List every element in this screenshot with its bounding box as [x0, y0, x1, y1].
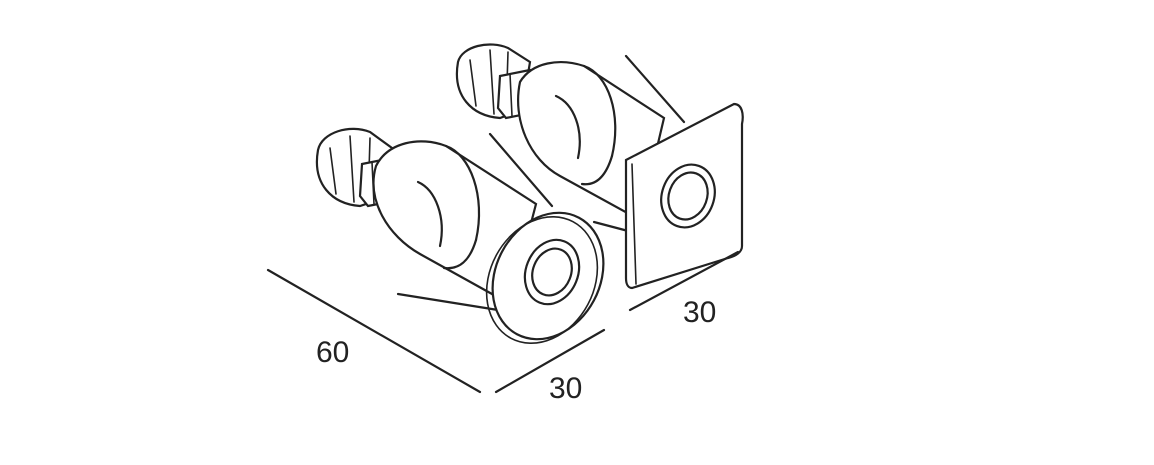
round-fixture-body: [372, 140, 538, 306]
round-fixture: [315, 127, 605, 344]
square-width-dimension-label: 30: [683, 296, 716, 329]
square-fixture: [455, 43, 744, 290]
square-fixture-spring-top: [624, 54, 686, 124]
square-width-dimension-line: [628, 250, 740, 312]
round-fixture-spring-top: [488, 132, 554, 208]
square-fixture-flange: [624, 102, 744, 290]
round-fixture-spring-bottom: [396, 292, 500, 312]
round-fixture-flange: [485, 211, 605, 344]
round-width-dimension-line: [494, 328, 606, 394]
length-dimension-line: [266, 268, 482, 394]
round-width-dimension-label: 30: [549, 372, 582, 405]
length-dimension-label: 60: [316, 336, 349, 369]
